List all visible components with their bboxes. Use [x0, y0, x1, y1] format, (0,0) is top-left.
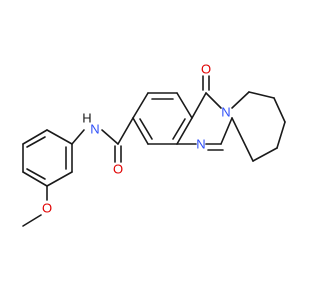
bond-n-aryl	[71, 129, 85, 145]
atom-hydrogen-amide: H	[82, 111, 91, 126]
bond-d5	[22, 129, 48, 145]
bond-a5	[176, 117, 193, 145]
atom-oxygen-ether: O	[42, 201, 52, 216]
atom-oxygen-amide: O	[113, 162, 123, 177]
bond-layer	[22, 75, 286, 227]
bond-b1	[191, 92, 207, 119]
bond-amide-ring	[117, 117, 134, 145]
bond-a6	[176, 92, 193, 119]
bond-d3	[22, 171, 48, 187]
bond-c4	[276, 121, 286, 149]
bond-c1	[231, 91, 250, 109]
bond-c6	[231, 117, 254, 162]
bond-a3-inner	[139, 118, 153, 140]
bond-a3	[132, 117, 149, 145]
bond-d3-inner	[26, 168, 46, 180]
bond-d2	[46, 171, 73, 187]
atom-nitrogen-amide: N	[90, 122, 99, 137]
bond-d6	[46, 129, 73, 145]
bond-a5-inner	[172, 118, 186, 140]
atom-nitrogen-fused: N	[221, 105, 230, 120]
bond-b2	[205, 92, 222, 109]
bond-o-methyl	[22, 214, 42, 227]
bond-c2	[248, 91, 275, 99]
bond-c5	[252, 147, 278, 162]
atom-label-layer: O N N O H N O	[42, 62, 231, 216]
bond-c3	[273, 97, 286, 123]
atom-nitrogen-imine: N	[196, 137, 205, 152]
molecule-structure-diagram: O N N O H N O	[22, 62, 286, 227]
bond-amide-n	[101, 129, 119, 145]
atom-oxygen-ring-carbonyl: O	[201, 62, 211, 77]
bond-b3	[220, 117, 233, 145]
bond-d5-inner	[26, 136, 46, 148]
bond-a2	[132, 92, 149, 119]
